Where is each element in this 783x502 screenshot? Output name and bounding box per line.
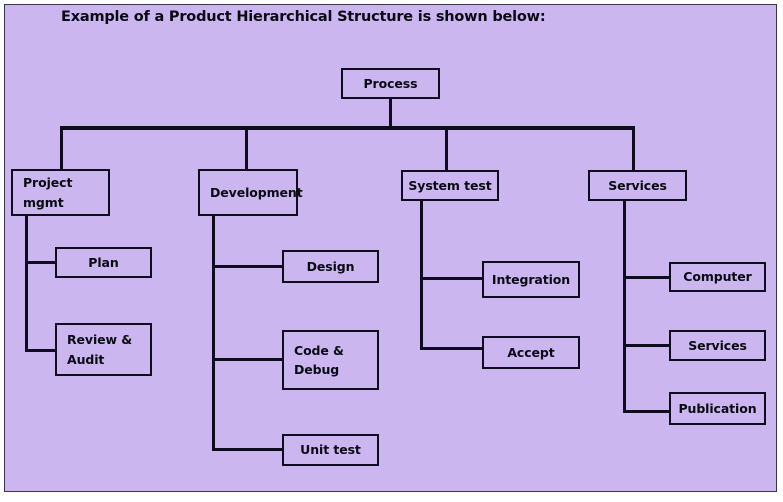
node-computer-label: Computer: [683, 269, 752, 285]
node-design[interactable]: Design: [282, 250, 379, 283]
connector-branch-plan: [25, 261, 58, 264]
node-services-child[interactable]: Services: [669, 330, 766, 361]
connector-spine-services: [623, 200, 626, 413]
node-accept[interactable]: Accept: [482, 336, 580, 369]
node-review-audit[interactable]: Review & Audit: [55, 323, 152, 376]
connector-spine-system-test: [420, 200, 423, 350]
node-development[interactable]: Development: [198, 169, 303, 216]
node-system-test-label: System test: [408, 177, 492, 193]
node-code-debug[interactable]: Code & Debug: [282, 330, 379, 390]
node-services-label: Services: [608, 177, 667, 193]
node-unit-test[interactable]: Unit test: [282, 434, 379, 466]
node-development-label: Development: [210, 184, 303, 200]
node-process-label: Process: [363, 75, 418, 91]
node-services[interactable]: Services: [588, 170, 687, 201]
node-system-test[interactable]: System test: [401, 170, 499, 201]
node-services-child-label: Services: [688, 337, 747, 353]
connector-branch-design: [212, 265, 285, 268]
connector-spine-project-mgmt: [25, 215, 28, 352]
connector-drop-system-test: [445, 126, 448, 171]
connector-branch-integration: [420, 277, 485, 280]
node-publication[interactable]: Publication: [669, 392, 766, 425]
connector-drop-project-mgmt: [60, 126, 63, 170]
node-plan-label: Plan: [88, 254, 119, 270]
connector-root-stem: [389, 98, 392, 130]
connector-branch-code-debug: [212, 358, 285, 361]
diagram-page: Example of a Product Hierarchical Struct…: [4, 4, 777, 492]
node-project-mgmt[interactable]: Project mgmt: [11, 169, 110, 216]
node-integration-label: Integration: [491, 271, 571, 287]
connector-branch-services-child: [623, 344, 673, 347]
node-code-debug-label: Code & Debug: [294, 342, 344, 377]
connector-branch-accept: [420, 347, 485, 350]
node-review-audit-label: Review & Audit: [67, 332, 133, 367]
page-title: Example of a Product Hierarchical Struct…: [61, 9, 546, 25]
node-publication-label: Publication: [678, 400, 757, 416]
connector-drop-development: [245, 126, 248, 170]
node-project-mgmt-label: Project mgmt: [23, 175, 73, 210]
node-process[interactable]: Process: [341, 68, 440, 99]
node-computer[interactable]: Computer: [669, 262, 766, 292]
connector-branch-review-audit: [25, 349, 58, 352]
connector-branch-computer: [623, 276, 673, 279]
node-design-label: Design: [306, 258, 355, 274]
connector-spine-development: [212, 215, 215, 451]
connector-branch-publication: [623, 410, 673, 413]
connector-level2-bus: [60, 126, 635, 130]
connector-drop-services: [632, 126, 635, 171]
node-integration[interactable]: Integration: [482, 261, 580, 298]
connector-branch-unit-test: [212, 448, 285, 451]
node-accept-label: Accept: [507, 344, 555, 360]
node-plan[interactable]: Plan: [55, 247, 152, 278]
node-unit-test-label: Unit test: [300, 442, 361, 458]
